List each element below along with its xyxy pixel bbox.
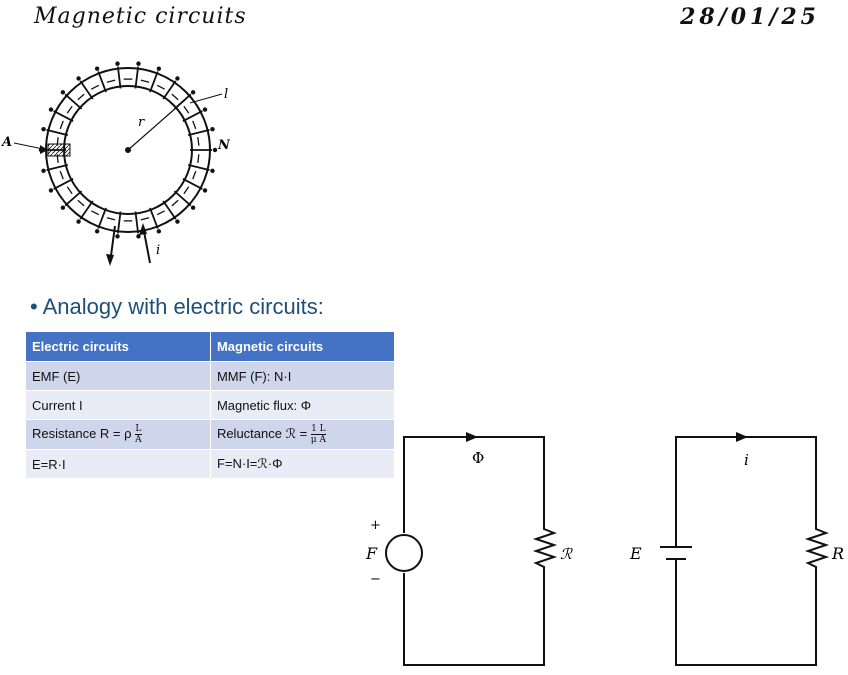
toroid-label-i: i (156, 243, 160, 258)
toroid-label-r: r (138, 115, 145, 130)
emf-source-label: E (629, 544, 642, 563)
current-label: i (744, 451, 749, 469)
table-cell: E=R·I (26, 449, 211, 478)
table-cell: Magnetic flux: Φ (209, 390, 394, 420)
table-cell: MMF (F): N·I (209, 361, 394, 391)
table-cell: EMF (E) (26, 361, 211, 391)
toroid-diagram: l r A N i (0, 61, 231, 266)
magnetic-circuit (385, 436, 558, 666)
toroid-label-l: l (224, 87, 228, 102)
reluctance-label: Reluctance ℛ = (216, 425, 311, 441)
table-cell: F=N·I=ℛ·Φ (209, 449, 394, 478)
minus-label: − (370, 572, 381, 587)
table-header: Magnetic circuits (209, 332, 394, 362)
page-title: Magnetic circuits (34, 4, 247, 29)
toroid-label-a: A (0, 135, 12, 150)
electric-circuit (660, 436, 830, 666)
reluctance-label: ℛ (560, 545, 573, 563)
flux-label: Φ (472, 449, 484, 467)
section-bullet: • Analogy with electric circuits: (30, 294, 324, 319)
resistance-label: Resistance R = ρ (32, 425, 132, 441)
date-label: 28/01/25 (680, 4, 820, 30)
circuit-diagrams: Φ + F − ℛ i E R (365, 432, 844, 666)
analogy-table: Electric circuits Magnetic circuits EMF … (26, 332, 394, 478)
resistance-symbol: R (831, 544, 844, 563)
table-header: Electric circuits (26, 332, 211, 362)
plus-label: + (370, 518, 381, 533)
mmf-source-label: F (365, 544, 378, 563)
table-cell: Current I (26, 390, 211, 420)
toroid-label-n: N (217, 138, 231, 153)
table-row: E=R·I F=N·I=ℛ·Φ (26, 449, 394, 478)
table-row: EMF (E) MMF (F): N·I (26, 361, 394, 391)
table-row: Current I Magnetic flux: Φ (26, 390, 394, 420)
